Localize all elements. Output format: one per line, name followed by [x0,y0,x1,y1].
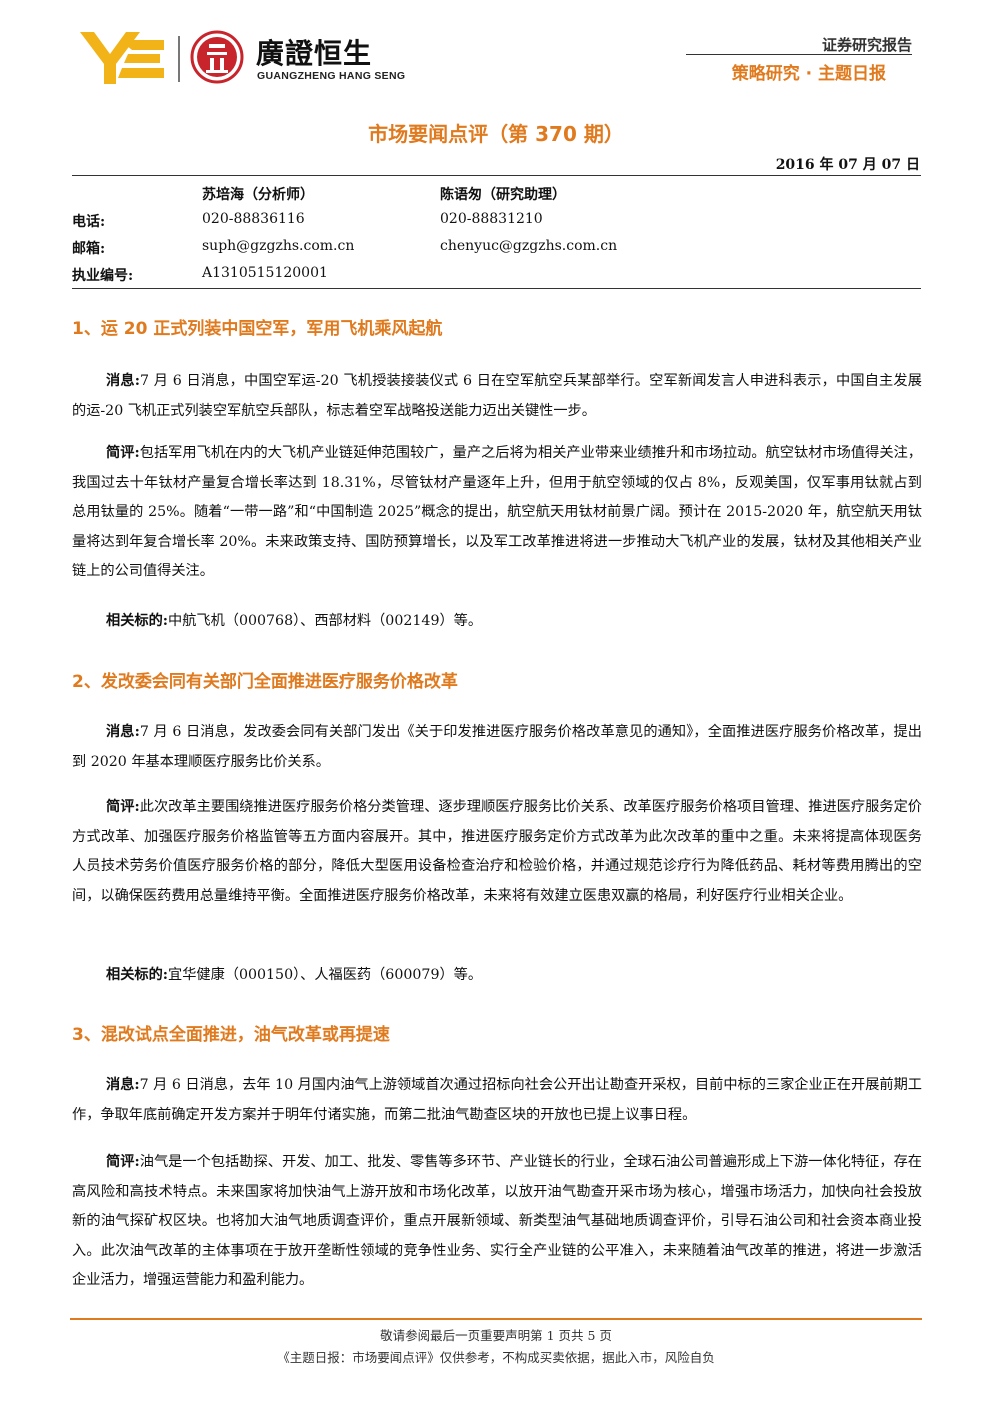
row-label: 邮箱: [72,241,106,257]
table-bottom-rule [72,288,921,289]
comment-paragraph: 简评:包括军用飞机在内的大飞机产业链延伸范围较广，量产之后将为相关产业带来业绩推… [72,439,922,587]
section-heading: 1、运 20 正式列装中国空军，军用飞机乘风起航 [72,319,443,339]
comment-text: 包括军用飞机在内的大飞机产业链延伸范围较广，量产之后将为相关产业带来业绩推升和市… [72,445,922,579]
seal-logo-icon [190,30,244,84]
author-license-row: 执业编号: A1310515120001 [72,261,922,288]
footer-rule [70,1318,922,1320]
news-paragraph: 消息:7 月 6 日消息，中国空军运-20 飞机授装接装仪式 6 日在空军航空兵… [72,367,922,426]
header-rule [686,54,912,55]
brand-name-cn: 廣證恒生 [256,37,373,70]
top-rule [72,175,921,176]
comment-label: 简评: [106,799,140,815]
author-table: 苏培海（分析师） 陈语匆（研究助理） 电话: 020-88836116 020-… [72,180,922,288]
company-logo-icon [80,32,164,84]
comment-label: 简评: [106,445,140,461]
news-label: 消息: [106,1077,140,1093]
author-email-row: 邮箱: suph@gzgzhs.com.cn chenyuc@gzgzhs.co… [72,234,922,261]
section-heading: 3、混改试点全面推进，油气改革或再提速 [72,1025,390,1045]
related-text: 中航飞机（000768）、西部材料（002149）等。 [168,613,483,629]
news-paragraph: 消息:7 月 6 日消息，发改委会同有关部门发出《关于印发推进医疗服务价格改革意… [72,718,922,777]
phone-value: 020-88836116 [202,211,305,227]
comment-paragraph: 简评:油气是一个包括勘探、开发、加工、批发、零售等多环节、产业链长的行业，全球石… [72,1148,922,1296]
news-text: 7 月 6 日消息，中国空军运-20 飞机授装接装仪式 6 日在空军航空兵某部举… [72,373,922,419]
news-label: 消息: [106,724,140,740]
related-label: 相关标的: [106,967,168,983]
author-name: 陈语匆（研究助理） [440,187,566,203]
author-phone-row: 电话: 020-88836116 020-88831210 [72,207,922,234]
brand-name-en: GUANGZHENG HANG SENG [257,70,406,82]
email-value: chenyuc@gzgzhs.com.cn [440,238,618,254]
report-date: 2016 年 07 月 07 日 [775,157,920,173]
comment-text: 此次改革主要围绕推进医疗服务价格分类管理、逐步理顺医疗服务比价关系、改革医疗服务… [72,799,922,904]
row-label: 执业编号: [72,268,134,284]
news-text: 7 月 6 日消息，去年 10 月国内油气上游领域首次通过招标向社会公开出让勘查… [72,1077,922,1123]
phone-value: 020-88831210 [440,211,543,227]
news-label: 消息: [106,373,140,389]
author-name: 苏培海（分析师） [202,187,314,203]
row-label: 电话: [72,214,106,230]
logo-divider [178,36,180,82]
related-paragraph: 相关标的:中航飞机（000768）、西部材料（002149）等。 [72,607,922,637]
email-value: suph@gzgzhs.com.cn [202,238,355,254]
document-title: 市场要闻点评（第 370 期） [368,122,624,146]
news-paragraph: 消息:7 月 6 日消息，去年 10 月国内油气上游领域首次通过招标向社会公开出… [72,1071,922,1130]
footer-disclaimer: 《主题日报：市场要闻点评》仅供参考，不构成买卖依据，据此入市，风险自负 [277,1350,715,1365]
comment-label: 简评: [106,1154,140,1170]
report-type: 证券研究报告 [821,36,912,54]
news-text: 7 月 6 日消息，发改委会同有关部门发出《关于印发推进医疗服务价格改革意见的通… [72,724,922,770]
section-heading: 2、发改委会同有关部门全面推进医疗服务价格改革 [72,672,458,692]
report-subtype: 策略研究 · 主题日报 [731,64,886,84]
footer-page-note: 敬请参阅最后一页重要声明第 1 页共 5 页 [380,1328,612,1343]
license-value: A1310515120001 [202,265,328,281]
author-names-row: 苏培海（分析师） 陈语匆（研究助理） [72,180,922,207]
comment-text: 油气是一个包括勘探、开发、加工、批发、零售等多环节、产业链长的行业，全球石油公司… [72,1154,922,1288]
related-text: 宜华健康（000150）、人福医药（600079）等。 [168,967,483,983]
related-paragraph: 相关标的:宜华健康（000150）、人福医药（600079）等。 [72,961,922,991]
related-label: 相关标的: [106,613,168,629]
comment-paragraph: 简评:此次改革主要围绕推进医疗服务价格分类管理、逐步理顺医疗服务比价关系、改革医… [72,793,922,911]
